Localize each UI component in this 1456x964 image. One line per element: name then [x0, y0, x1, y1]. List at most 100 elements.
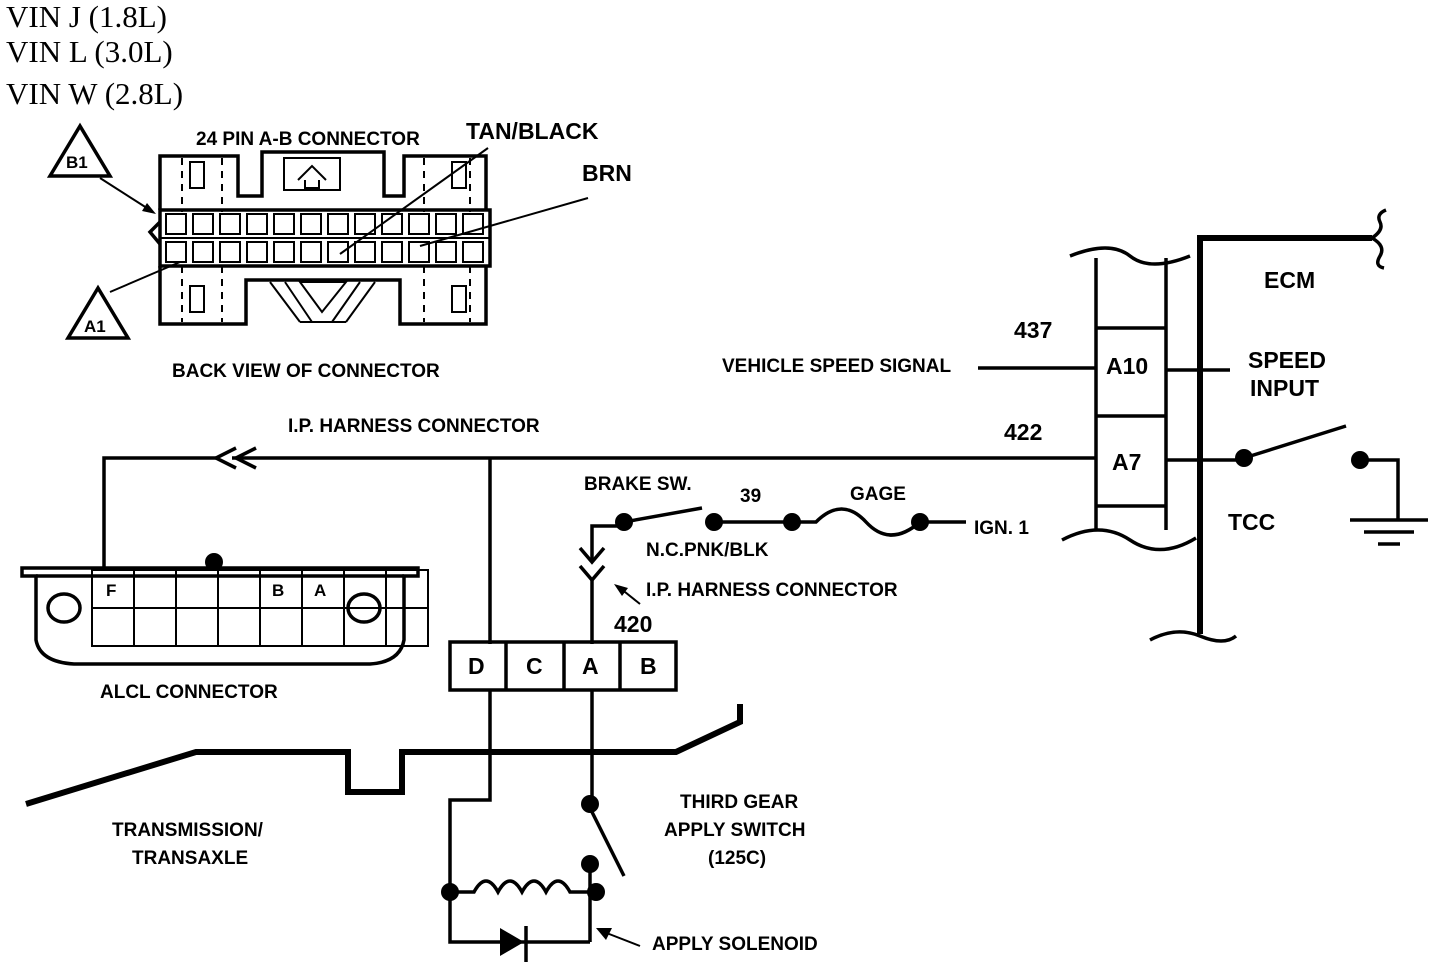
ecm-pin-a7: A7 — [1112, 449, 1141, 475]
ign1-label: IGN. 1 — [974, 518, 1029, 539]
connector-pin-cell — [273, 213, 295, 235]
transmission-label-2: TRANSAXLE — [132, 848, 248, 869]
connector-dashes-bottom — [181, 266, 471, 322]
ecm-tcc: TCC — [1228, 509, 1275, 535]
connector-pin-cell — [246, 213, 268, 235]
vehicle-speed-signal-label: VEHICLE SPEED SIGNAL — [722, 356, 951, 377]
solenoid-coil-icon — [450, 879, 596, 896]
connector-pin-cell — [327, 241, 349, 263]
alcl-housing — [20, 566, 420, 666]
wire-tan-black-label: TAN/BLACK — [466, 118, 599, 144]
connector-pin-cell — [219, 213, 241, 235]
alcl-pin-cell — [385, 607, 429, 647]
third-gear-label-2: APPLY SWITCH — [664, 820, 805, 841]
ecm-pin-a10: A10 — [1106, 353, 1148, 379]
connector-pin-cell — [273, 241, 295, 263]
connector-pin-cell — [300, 213, 322, 235]
connector-pin-cell — [435, 213, 457, 235]
third-gear-switch-arm — [590, 811, 626, 877]
connector-pin-cell — [354, 213, 376, 235]
ecm-title: ECM — [1264, 267, 1315, 293]
alcl-pin-cells — [91, 569, 429, 647]
alcl-pin-cell — [217, 607, 261, 647]
leader-brn — [419, 197, 589, 247]
label-b1: B1 — [66, 153, 88, 172]
latch-right-bottom — [451, 285, 467, 313]
connector-dashes-top — [181, 158, 471, 212]
diode-icon — [500, 928, 524, 956]
ip-harness-top-label: I.P. HARNESS CONNECTOR — [288, 416, 540, 437]
ecm-connector-rails — [1094, 258, 1168, 530]
brake-sw-label: BRAKE SW. — [584, 474, 692, 495]
arrowhead-solenoid — [596, 928, 612, 940]
connector-pin-cell — [381, 241, 403, 263]
connector-24pin-title: 24 PIN A-B CONNECTOR — [196, 129, 420, 150]
connector-pin-cell — [435, 241, 457, 263]
trans-pin-d: D — [468, 653, 485, 679]
alcl-hole-left — [46, 592, 82, 624]
connector-pin-cell — [246, 241, 268, 263]
alcl-junction — [205, 553, 223, 571]
connector-pin-cell — [300, 241, 322, 263]
alcl-pin-a: A — [314, 581, 326, 600]
wire-d-to-solenoid — [448, 690, 590, 944]
leader-tan-black — [339, 147, 489, 255]
connector-pin-cell — [192, 241, 214, 263]
transmission-label-1: TRANSMISSION/ — [112, 820, 264, 841]
third-gear-label-1: THIRD GEAR — [680, 792, 799, 813]
connector-key-notch — [147, 220, 162, 246]
connector-pin-cell — [219, 241, 241, 263]
ecm-break-bottom — [1061, 528, 1197, 552]
connector-pin-cell — [192, 213, 214, 235]
circuit-437: 437 — [1014, 317, 1052, 343]
connector-pin-cell — [408, 241, 430, 263]
arrowhead-ip-mid — [614, 584, 628, 596]
trans-connector: D C A B — [448, 640, 678, 692]
connector-24pin-caption: BACK VIEW OF CONNECTOR — [172, 361, 440, 382]
arrowhead-b1 — [142, 203, 156, 214]
vin-line-1: VIN J (1.8L) — [6, 0, 167, 34]
triangle-b1 — [46, 122, 114, 178]
connector-pin-cell — [462, 241, 484, 263]
arrow-up-icon — [297, 164, 327, 189]
alcl-pin-cell — [301, 607, 345, 647]
connector-upper-housing — [158, 150, 488, 210]
ecm-housing — [1197, 235, 1372, 634]
circuit-39: 39 — [740, 486, 761, 507]
connector-pin-cell — [354, 241, 376, 263]
gage-fuse-icon — [792, 507, 922, 537]
gage-label: GAGE — [850, 484, 906, 505]
connector-pin-cell — [462, 213, 484, 235]
ecm-block: A10 A7 ECM SPEED INPUT TCC — [1061, 208, 1428, 643]
connector-pin-cell — [165, 241, 187, 263]
vin-line-3: VIN W (2.8L) — [6, 76, 183, 111]
connector-lower-housing — [158, 266, 488, 326]
triangle-a1 — [64, 284, 132, 340]
wire-to-alcl-f — [102, 456, 216, 570]
latch-left-bottom — [189, 285, 205, 313]
connector-key-box — [283, 157, 341, 191]
brake-sw-arm — [623, 506, 703, 524]
switch-contact-top — [581, 795, 599, 813]
alcl-pin-cell — [91, 607, 135, 647]
alcl-pin-cell — [175, 607, 219, 647]
alcl-connector: F B A ALCL CONNECTOR — [20, 553, 429, 703]
circuit-420: 420 — [614, 611, 652, 637]
tcc-switch-arm — [1243, 424, 1347, 460]
connector-24pin: 24 PIN A-B CONNECTOR TAN/BLACK BRN B1 A1 — [46, 118, 632, 382]
ground-icon — [1350, 518, 1428, 546]
trans-pin-a: A — [582, 653, 599, 679]
connector-pin-cell — [408, 213, 430, 235]
ecm-speed-input-2: INPUT — [1250, 375, 1319, 401]
transmission-case — [25, 704, 743, 807]
latch-left-top — [189, 161, 205, 189]
connector-wire-funnel — [269, 281, 376, 323]
alcl-pin-f: F — [106, 581, 116, 600]
connector-pin-cells — [165, 213, 484, 263]
alcl-caption: ALCL CONNECTOR — [100, 682, 278, 703]
trans-pin-b: B — [640, 653, 657, 679]
label-a1: A1 — [84, 317, 106, 336]
alcl-pin-cell — [259, 607, 303, 647]
third-gear-label-3: (125C) — [708, 848, 766, 869]
